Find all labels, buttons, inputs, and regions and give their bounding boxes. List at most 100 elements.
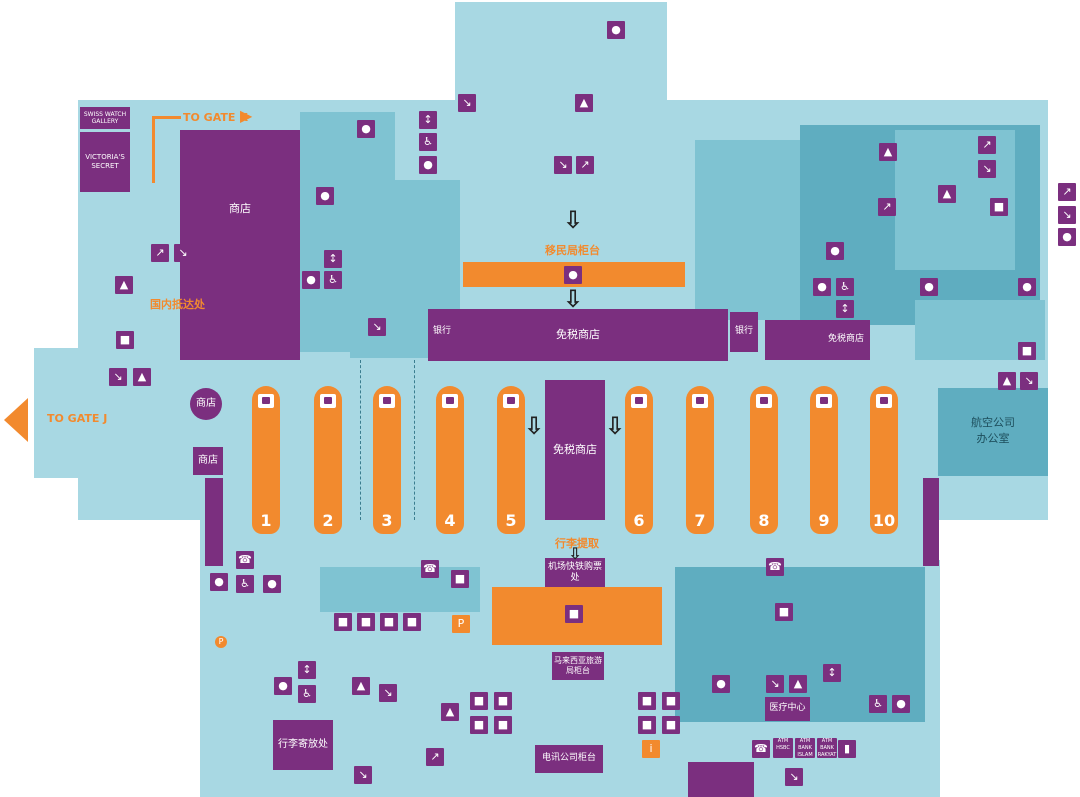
telephone-icon: ☎ (766, 558, 784, 576)
officer-icon: ● (1058, 228, 1076, 246)
baby-care-icon: ▲ (115, 276, 133, 294)
escalator-icon: ↘ (354, 766, 372, 784)
immigration-label: 移民局柜台 (545, 244, 600, 257)
special-needs-icon: ● (263, 575, 281, 593)
officer-icon: ● (564, 266, 582, 284)
wheelchair-icon: ♿ (836, 278, 854, 296)
baby-care-icon: ▲ (998, 372, 1016, 390)
shop-right-strip (923, 478, 939, 566)
telephone-icon: ☎ (752, 740, 770, 758)
elevator-icon: ↕ (298, 661, 316, 679)
duty-free-right: 免税商店 (765, 320, 870, 360)
gate-k-path (152, 116, 181, 183)
escalator-icon: ↗ (576, 156, 594, 174)
duty-free-main: 免税商店 (428, 309, 728, 361)
swiss-watch-gallery: SWISS WATCH GALLERY (80, 107, 130, 129)
baby-care-icon: ▲ (575, 94, 593, 112)
car-rental-icon: ■ (403, 613, 421, 631)
escalator-icon: ↗ (426, 748, 444, 766)
shop-bottom-right (688, 762, 754, 797)
atm-hsbc: ATM HSBC (773, 738, 793, 758)
atm-bank-islam: ATM BANK ISLAM (795, 738, 815, 758)
escalator-icon: ↗ (978, 136, 996, 154)
car-rental-icon: ■ (494, 716, 512, 734)
counter-icon: ■ (451, 570, 469, 588)
belt-5: 5 (497, 386, 525, 534)
escalator-icon: ↘ (978, 160, 996, 178)
luggage-icon: ■ (116, 331, 134, 349)
restroom-icon: ● (302, 271, 320, 289)
luggage-icon: ■ (1018, 342, 1036, 360)
victorias-secret: VICTORIA'S SECRET (80, 132, 130, 192)
restroom-icon: ● (210, 573, 228, 591)
to-gate-k-arrow: ▶ (240, 106, 253, 125)
belt-7: 7 (686, 386, 714, 534)
luggage-icon (503, 394, 519, 408)
restroom-icon: ● (892, 695, 910, 713)
counter-icon: ■ (990, 198, 1008, 216)
shop-large-left: 商店 (180, 130, 300, 360)
wheelchair-icon: ♿ (298, 685, 316, 703)
belt-8: 8 (750, 386, 778, 534)
restroom-icon: ● (813, 278, 831, 296)
baby-care-icon: ▲ (133, 368, 151, 386)
telephone-icon: ☎ (236, 551, 254, 569)
escalator-icon: ↘ (109, 368, 127, 386)
zone-airline (938, 388, 1048, 476)
luggage-icon (756, 394, 772, 408)
restroom-icon: ● (274, 677, 292, 695)
escalator-icon: ↘ (1020, 372, 1038, 390)
arrow-down-icon: ⇩ (568, 544, 582, 563)
divider-dashed-2 (414, 360, 415, 520)
bank-right: 银行 (730, 312, 758, 352)
arrow-down-icon: ⇩ (605, 412, 626, 440)
floor-top-center (455, 2, 667, 112)
wheelchair-icon: ♿ (236, 575, 254, 593)
elevator-icon: ↕ (324, 250, 342, 268)
arrow-down-icon: ⇩ (563, 206, 584, 234)
telecom-counter: 电讯公司柜台 (535, 745, 603, 773)
baby-care-icon: ▲ (441, 703, 459, 721)
belt-6: 6 (625, 386, 653, 534)
wheelchair-icon: ♿ (324, 271, 342, 289)
shop-small-1: 商店 (190, 388, 222, 420)
duty-free-center: 免税商店 (545, 380, 605, 520)
parking-icon: P (452, 615, 470, 633)
baby-care-icon: ▲ (938, 185, 956, 203)
info-icon: i (642, 740, 660, 758)
escalator-icon: ↘ (766, 675, 784, 693)
restroom-icon: ● (1018, 278, 1036, 296)
info-desk-icon: ● (316, 187, 334, 205)
medical-center: 医疗中心 (765, 697, 810, 721)
belt-4: 4 (436, 386, 464, 534)
escalator-icon: ↘ (785, 768, 803, 786)
bank-left: 银行 (428, 312, 456, 352)
officer-icon: ● (920, 278, 938, 296)
luggage-icon (692, 394, 708, 408)
shop-small-2: 商店 (193, 447, 223, 475)
escalator-icon: ↘ (379, 684, 397, 702)
bus-icon: ■ (662, 692, 680, 710)
luggage-storage: 行李寄放处 (273, 720, 333, 770)
luggage-icon (876, 394, 892, 408)
escalator-icon: ↗ (1058, 183, 1076, 201)
divider-dashed-1 (360, 360, 361, 520)
wheelchair-icon: ♿ (419, 133, 437, 151)
escalator-icon: ↘ (174, 244, 192, 262)
belt-1: 1 (252, 386, 280, 534)
escalator-icon: ↘ (1058, 206, 1076, 224)
car-rental-icon: ■ (662, 716, 680, 734)
counter-icon: ■ (775, 603, 793, 621)
special-needs-icon: ● (712, 675, 730, 693)
tourism-counter: 马来西亚旅游局柜台 (552, 652, 604, 680)
taxi-icon: ■ (470, 716, 488, 734)
floor-west-wing (34, 348, 94, 478)
arrow-down-icon: ⇩ (563, 285, 584, 313)
baby-care-icon: ▲ (879, 143, 897, 161)
officer-icon: ● (357, 120, 375, 138)
parking-icon: P (215, 636, 227, 648)
domestic-transfer-label: 国内抵达处 (150, 298, 205, 311)
luggage-icon (442, 394, 458, 408)
battery-charging-icon: ▮ (838, 740, 856, 758)
